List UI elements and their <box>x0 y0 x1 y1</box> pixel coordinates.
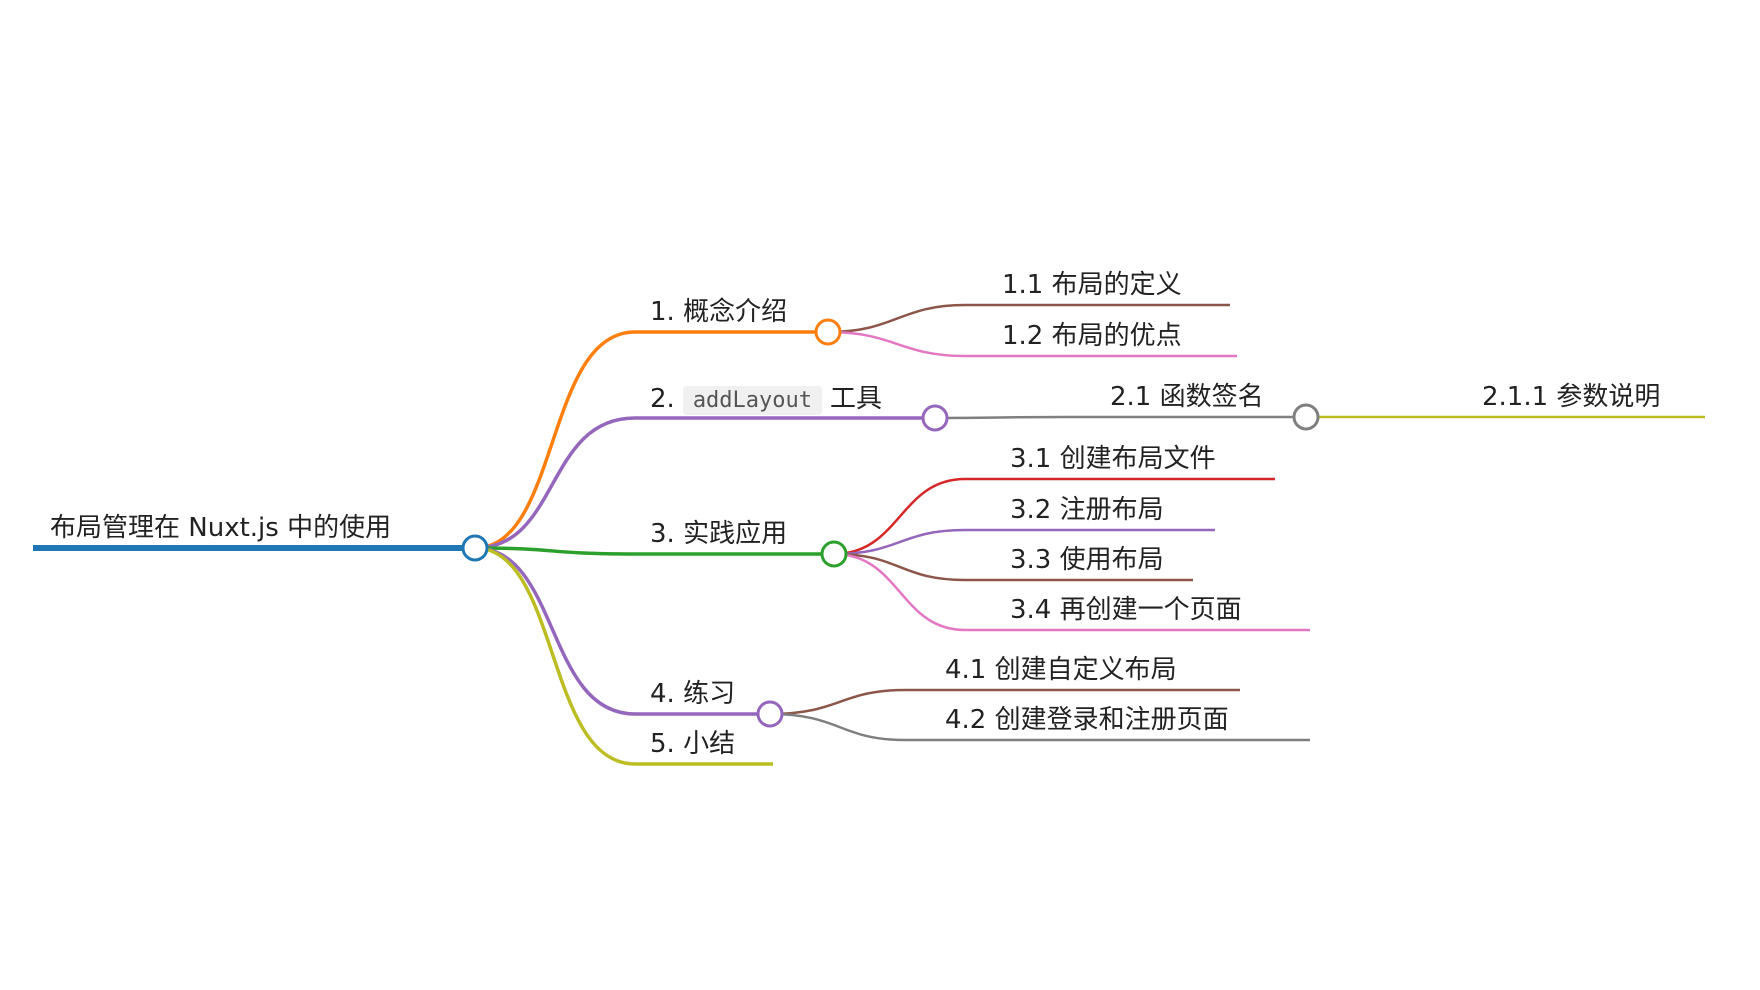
branch-2-prefix: 2. <box>650 384 675 414</box>
b2-c1-toggle[interactable] <box>1292 403 1320 431</box>
node-3-2-label[interactable]: 3.2 注册布局 <box>1010 495 1164 525</box>
branch-4-label[interactable]: 4. 练习 <box>650 679 736 709</box>
node-4-2-label[interactable]: 4.2 创建登录和注册页面 <box>945 705 1229 735</box>
root-node-label[interactable]: 布局管理在 Nuxt.js 中的使用 <box>50 513 392 543</box>
link-root-b4 <box>474 546 770 716</box>
node-2-1-1-label[interactable]: 2.1.1 参数说明 <box>1482 382 1661 412</box>
node-2-1-label[interactable]: 2.1 函数签名 <box>1110 382 1264 412</box>
node-3-4-label[interactable]: 3.4 再创建一个页面 <box>1010 595 1242 625</box>
link-b3-c3 <box>833 552 1193 582</box>
link-b2-c1 <box>934 415 1306 420</box>
b4-toggle[interactable] <box>756 700 784 728</box>
branch-2-code: addLayout <box>682 386 823 415</box>
node-1-1-label[interactable]: 1.1 布局的定义 <box>1002 270 1182 300</box>
link-root-b2 <box>474 416 935 550</box>
branch-2-suffix: 工具 <box>830 384 883 414</box>
link-root-b1 <box>474 330 828 550</box>
branch-1-label[interactable]: 1. 概念介绍 <box>650 297 788 327</box>
b1-toggle[interactable] <box>814 318 842 346</box>
node-1-2-label[interactable]: 1.2 布局的优点 <box>1002 321 1182 351</box>
branch-5-label[interactable]: 5. 小结 <box>650 729 736 759</box>
link-root-b5 <box>474 546 773 766</box>
link-b1-c1 <box>827 303 1230 334</box>
link-b3-c2 <box>833 528 1215 556</box>
b3-toggle[interactable] <box>820 540 848 568</box>
link-b4-c1 <box>769 688 1240 716</box>
node-3-1-label[interactable]: 3.1 创建布局文件 <box>1010 444 1216 474</box>
branch-3-label[interactable]: 3. 实践应用 <box>650 519 788 549</box>
link-root-b3 <box>474 546 834 556</box>
link-b3-c4 <box>833 552 1310 632</box>
root-toggle[interactable] <box>461 534 489 562</box>
node-3-3-label[interactable]: 3.3 使用布局 <box>1010 545 1164 575</box>
link-b3-c1 <box>833 477 1275 556</box>
link-b4-c2 <box>769 712 1310 742</box>
node-4-1-label[interactable]: 4.1 创建自定义布局 <box>945 655 1177 685</box>
b2-toggle[interactable] <box>921 404 949 432</box>
link-b1-c2 <box>827 330 1237 358</box>
